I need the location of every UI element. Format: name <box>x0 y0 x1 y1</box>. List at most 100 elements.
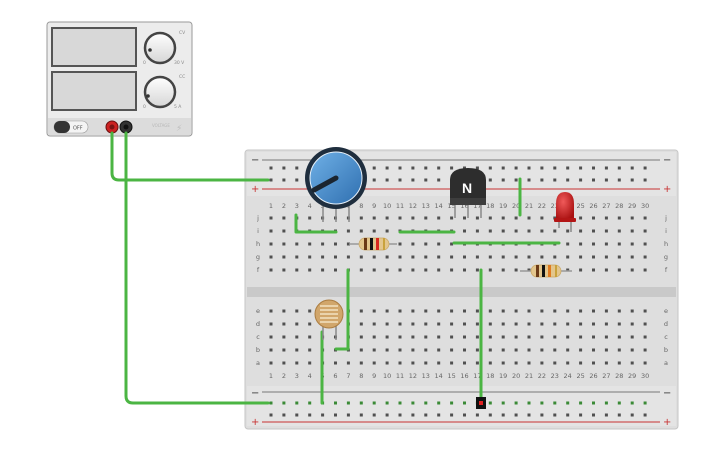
breadboard-hole[interactable] <box>630 255 634 259</box>
breadboard-hole[interactable] <box>553 322 557 326</box>
breadboard-hole[interactable] <box>501 216 505 220</box>
breadboard-hole[interactable] <box>540 413 544 417</box>
ground-marker[interactable] <box>476 397 486 409</box>
breadboard-hole[interactable] <box>553 166 557 170</box>
breadboard-hole[interactable] <box>463 335 466 339</box>
breadboard-hole[interactable] <box>463 401 466 405</box>
breadboard-hole[interactable] <box>308 216 312 220</box>
breadboard-hole[interactable] <box>630 216 634 220</box>
breadboard-hole[interactable] <box>385 413 389 417</box>
breadboard-hole[interactable] <box>424 413 428 417</box>
breadboard-hole[interactable] <box>437 268 441 272</box>
breadboard-hole[interactable] <box>514 229 518 233</box>
breadboard-hole[interactable] <box>424 178 428 182</box>
breadboard-hole[interactable] <box>643 229 647 233</box>
breadboard-hole[interactable] <box>346 242 350 246</box>
breadboard-hole[interactable] <box>269 216 273 220</box>
breadboard-hole[interactable] <box>437 361 441 365</box>
breadboard-hole[interactable] <box>411 309 415 313</box>
breadboard-hole[interactable] <box>579 335 583 339</box>
breadboard-hole[interactable] <box>604 348 608 352</box>
breadboard-hole[interactable] <box>359 401 363 405</box>
breadboard-hole[interactable] <box>527 255 531 259</box>
breadboard-hole[interactable] <box>643 322 647 326</box>
breadboard-hole[interactable] <box>398 255 402 259</box>
breadboard-hole[interactable] <box>372 361 376 365</box>
npn-transistor[interactable]: N <box>450 168 486 218</box>
breadboard-hole[interactable] <box>463 322 466 326</box>
breadboard-hole[interactable] <box>527 322 531 326</box>
breadboard-hole[interactable] <box>308 401 312 405</box>
breadboard-hole[interactable] <box>411 413 415 417</box>
breadboard-hole[interactable] <box>437 255 441 259</box>
breadboard-hole[interactable] <box>553 335 557 339</box>
breadboard-hole[interactable] <box>398 348 402 352</box>
breadboard-hole[interactable] <box>617 413 621 417</box>
breadboard-hole[interactable] <box>437 335 441 339</box>
breadboard-hole[interactable] <box>630 268 634 272</box>
breadboard-hole[interactable] <box>269 242 273 246</box>
breadboard-hole[interactable] <box>372 166 376 170</box>
breadboard-hole[interactable] <box>372 413 376 417</box>
breadboard-hole[interactable] <box>540 178 544 182</box>
breadboard-hole[interactable] <box>282 178 286 182</box>
breadboard-hole[interactable] <box>501 268 505 272</box>
breadboard-hole[interactable] <box>592 348 595 352</box>
breadboard-hole[interactable] <box>295 309 299 313</box>
breadboard-hole[interactable] <box>579 242 583 246</box>
breadboard-hole[interactable] <box>553 229 557 233</box>
breadboard-hole[interactable] <box>269 166 273 170</box>
breadboard-hole[interactable] <box>450 268 454 272</box>
breadboard-hole[interactable] <box>566 166 570 170</box>
breadboard-hole[interactable] <box>579 413 583 417</box>
breadboard-hole[interactable] <box>463 255 466 259</box>
breadboard-hole[interactable] <box>592 242 595 246</box>
breadboard-hole[interactable] <box>372 335 376 339</box>
breadboard-hole[interactable] <box>527 178 531 182</box>
breadboard-hole[interactable] <box>566 348 570 352</box>
breadboard-hole[interactable] <box>617 401 621 405</box>
breadboard-hole[interactable] <box>514 255 518 259</box>
breadboard-hole[interactable] <box>463 309 466 313</box>
breadboard-hole[interactable] <box>630 401 634 405</box>
breadboard-hole[interactable] <box>501 361 505 365</box>
breadboard-hole[interactable] <box>385 268 389 272</box>
breadboard-hole[interactable] <box>527 309 531 313</box>
breadboard-hole[interactable] <box>643 413 647 417</box>
breadboard-hole[interactable] <box>282 268 286 272</box>
breadboard-hole[interactable] <box>514 309 518 313</box>
breadboard-hole[interactable] <box>501 166 505 170</box>
breadboard-hole[interactable] <box>643 178 647 182</box>
breadboard-hole[interactable] <box>463 216 466 220</box>
breadboard-hole[interactable] <box>437 309 441 313</box>
breadboard-hole[interactable] <box>514 178 518 182</box>
breadboard-hole[interactable] <box>643 216 647 220</box>
breadboard-hole[interactable] <box>566 309 570 313</box>
resistor-2[interactable] <box>520 264 572 278</box>
breadboard-hole[interactable] <box>630 322 634 326</box>
breadboard-hole[interactable] <box>604 242 608 246</box>
breadboard-hole[interactable] <box>372 322 376 326</box>
breadboard-hole[interactable] <box>488 268 492 272</box>
breadboard-hole[interactable] <box>424 268 428 272</box>
breadboard-hole[interactable] <box>617 322 621 326</box>
breadboard-hole[interactable] <box>385 216 389 220</box>
breadboard-hole[interactable] <box>592 322 595 326</box>
breadboard-hole[interactable] <box>630 335 634 339</box>
breadboard-hole[interactable] <box>643 309 647 313</box>
breadboard-hole[interactable] <box>385 166 389 170</box>
breadboard-hole[interactable] <box>372 401 376 405</box>
breadboard-hole[interactable] <box>566 401 570 405</box>
breadboard-hole[interactable] <box>540 255 544 259</box>
photoresistor[interactable] <box>314 299 344 340</box>
breadboard-hole[interactable] <box>463 268 466 272</box>
breadboard-hole[interactable] <box>617 242 621 246</box>
breadboard-hole[interactable] <box>475 166 479 170</box>
breadboard-hole[interactable] <box>540 348 544 352</box>
breadboard-hole[interactable] <box>617 335 621 339</box>
breadboard-hole[interactable] <box>282 413 286 417</box>
led[interactable] <box>554 192 576 232</box>
breadboard-hole[interactable] <box>463 413 466 417</box>
breadboard-hole[interactable] <box>346 413 350 417</box>
